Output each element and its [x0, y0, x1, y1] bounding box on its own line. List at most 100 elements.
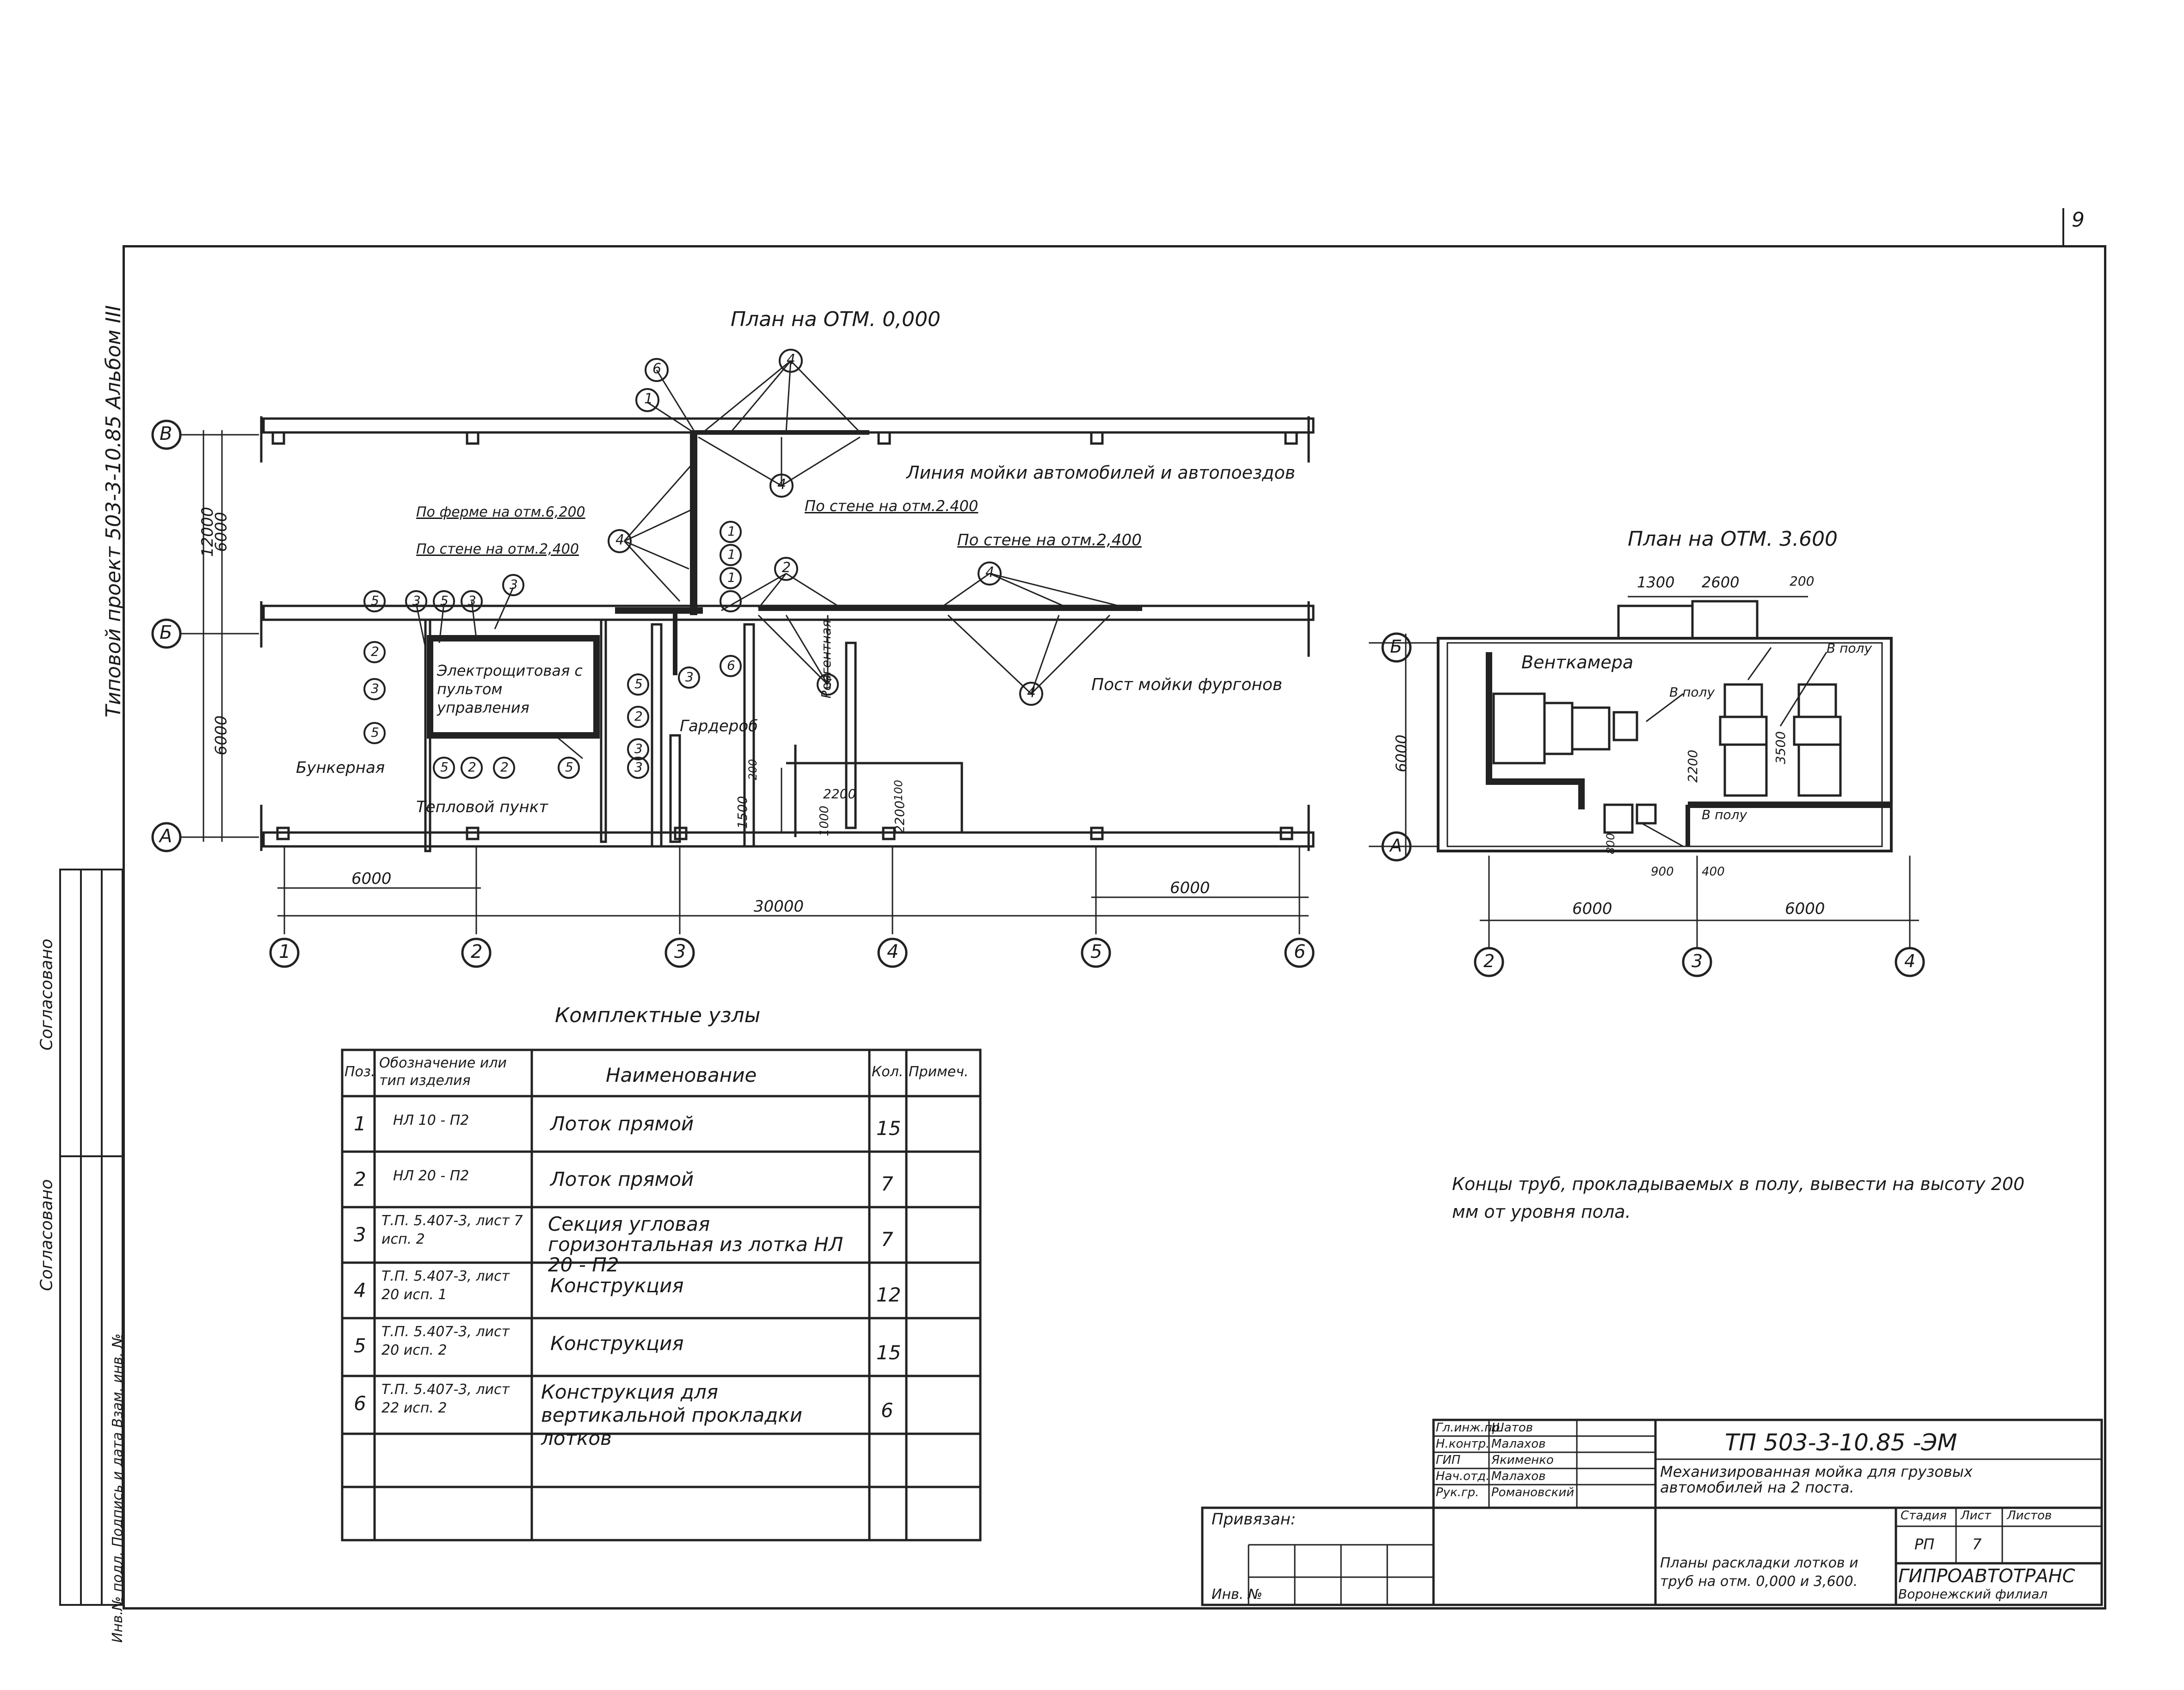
row-name: Секция угловая горизонтальная из лотка Н…	[548, 1213, 843, 1276]
dim-6000-12: 6000	[351, 870, 392, 888]
label-panel-room: Электрощитовая с пультом управления	[437, 662, 583, 716]
row-pos: 6	[354, 1392, 366, 1415]
stamp-org-sub: Воронежский филиал	[1898, 1586, 2048, 1602]
callout: 1	[727, 524, 736, 539]
row-pos: 5	[354, 1334, 366, 1357]
axis-col-5: 5	[1090, 941, 1102, 962]
stamp-role: Гл.инж.пр.	[1436, 1421, 1504, 1435]
stamp-role: ГИП	[1436, 1453, 1461, 1467]
row-qty: 15	[876, 1117, 901, 1140]
callout: 5	[440, 593, 449, 608]
plan2-label-floor-3: В полу	[1702, 807, 1747, 822]
stamp-stage: РП	[1914, 1536, 1935, 1553]
label-on-wall-2: По стене на отм.2.400	[805, 497, 978, 515]
stamp-person: Романовский	[1491, 1486, 1575, 1499]
axis-col-6: 6	[1294, 941, 1306, 962]
stamp-sheet-title: Планы раскладки лотков и труб на отм. 0,…	[1660, 1555, 1858, 1590]
callout: 3	[468, 593, 476, 608]
callout: 4	[1027, 685, 1036, 701]
row-qty: 6	[881, 1399, 893, 1422]
callout: 2	[634, 709, 643, 724]
axis-col-3: 3	[674, 941, 686, 962]
plan1-title: План на ОТМ. 0,000	[731, 308, 941, 331]
sheet-number: 9	[2072, 208, 2085, 232]
callout: 3	[634, 759, 643, 775]
label-van-post: Пост мойки фургонов	[1091, 675, 1283, 694]
stamp-sheet: 7	[1972, 1536, 1982, 1553]
stamp-person: Малахов	[1491, 1469, 1546, 1483]
stamp-person: Малахов	[1491, 1437, 1546, 1451]
row-qty: 7	[881, 1228, 893, 1251]
stamp-person: Шатов	[1491, 1421, 1533, 1435]
callout: 4	[615, 532, 625, 548]
callout: 5	[440, 759, 449, 775]
callout: 3	[510, 577, 518, 592]
plan2-dim-6000a: 6000	[1572, 900, 1612, 918]
row-pos: 2	[354, 1168, 366, 1190]
plan2-title: План на ОТМ. 3.600	[1628, 527, 1838, 551]
label-bunker: Бункерная	[296, 759, 385, 777]
table-header-pos: Поз.	[345, 1064, 375, 1080]
side-cols: Инв.№ подл. Подпись и дата Взам. инв. №	[109, 1333, 126, 1643]
callout: 3	[371, 681, 379, 696]
stamp-tied: Привязан:	[1212, 1510, 1296, 1529]
row-code: Т.П. 5.407-3, лист 20 исп. 1	[381, 1268, 510, 1303]
stamp-stage-header: Стадия	[1901, 1509, 1947, 1523]
row-code: Т.П. 5.407-3, лист 22 исп. 2	[381, 1382, 510, 1416]
stamp-inv: Инв. №	[1212, 1586, 1263, 1603]
row-code: Т.П. 5.407-3, лист 7 исп. 2	[381, 1213, 523, 1247]
axis-col-1: 1	[279, 941, 291, 962]
stamp-sheets-header: Листов	[2007, 1509, 2052, 1523]
callout: 5	[634, 676, 643, 691]
label-on-farm: По ферме на отм.6,200	[416, 504, 585, 520]
stamp-role: Н.контр.	[1436, 1437, 1490, 1451]
row-name: Лоток прямой	[550, 1168, 694, 1190]
plan2-dim-900: 900	[1651, 865, 1674, 879]
axis-row-a: А	[160, 826, 172, 847]
callout: 4	[985, 564, 995, 580]
callout: 5	[824, 676, 832, 691]
row-name: Лоток прямой	[550, 1112, 694, 1135]
callout: 3	[412, 593, 421, 608]
row-code: Т.П. 5.407-3, лист 20 исп. 2	[381, 1324, 510, 1358]
callout: 5	[565, 759, 573, 775]
stamp-code: ТП 503-3-10.85 -ЭМ	[1725, 1429, 1957, 1456]
row-name: Конструкция	[550, 1332, 684, 1355]
plan2-axis-col-2: 2	[1483, 951, 1495, 971]
stamp-role: Рук.гр.	[1436, 1486, 1479, 1499]
axis-row-b: Б	[160, 622, 172, 643]
row-pos: 1	[354, 1112, 366, 1135]
plan2-label-vent: Венткамера	[1521, 652, 1634, 672]
plan2-dim-2600: 2600	[1702, 574, 1740, 591]
table-header-code: Обозначение или тип изделия	[379, 1055, 507, 1089]
dim-30000: 30000	[754, 897, 804, 916]
label-line-wash: Линия мойки автомобилей и автопоездов	[906, 463, 1296, 483]
callout: 5	[371, 593, 379, 608]
label-on-wall-3: По стене на отм.2,400	[957, 531, 1142, 549]
axis-row-v: В	[160, 423, 172, 444]
stamp-person: Якименко	[1491, 1453, 1554, 1467]
note-text: Концы труб, прокладываемых в полу, вывес…	[1452, 1174, 2025, 1222]
drawing-frame	[123, 245, 2106, 1610]
stamp-org: ГИПРОАВТОТРАНС	[1898, 1566, 2075, 1587]
side-agreed-1: Согласовано	[37, 938, 56, 1051]
callout: 1	[727, 547, 736, 562]
plan2-axis-row-a: А	[1390, 835, 1402, 856]
callout: 2	[371, 644, 379, 659]
stamp-project: Механизированная мойка для грузовых авто…	[1660, 1463, 1973, 1496]
row-code: НЛ 20 - П2	[393, 1168, 469, 1184]
stamp-sheet-header: Лист	[1961, 1509, 1991, 1523]
callout: 5	[371, 725, 379, 740]
callout: 4	[777, 476, 787, 493]
plan2-label-floor-2: В полу	[1669, 685, 1715, 700]
row-pos: 4	[354, 1279, 366, 1301]
callout: 1	[644, 391, 653, 407]
callout: 2	[468, 759, 476, 775]
callout: 4	[787, 352, 796, 368]
plan2-axis-col-4: 4	[1904, 951, 1916, 971]
row-code: НЛ 10 - П2	[393, 1112, 469, 1129]
axis-col-2: 2	[471, 941, 483, 962]
